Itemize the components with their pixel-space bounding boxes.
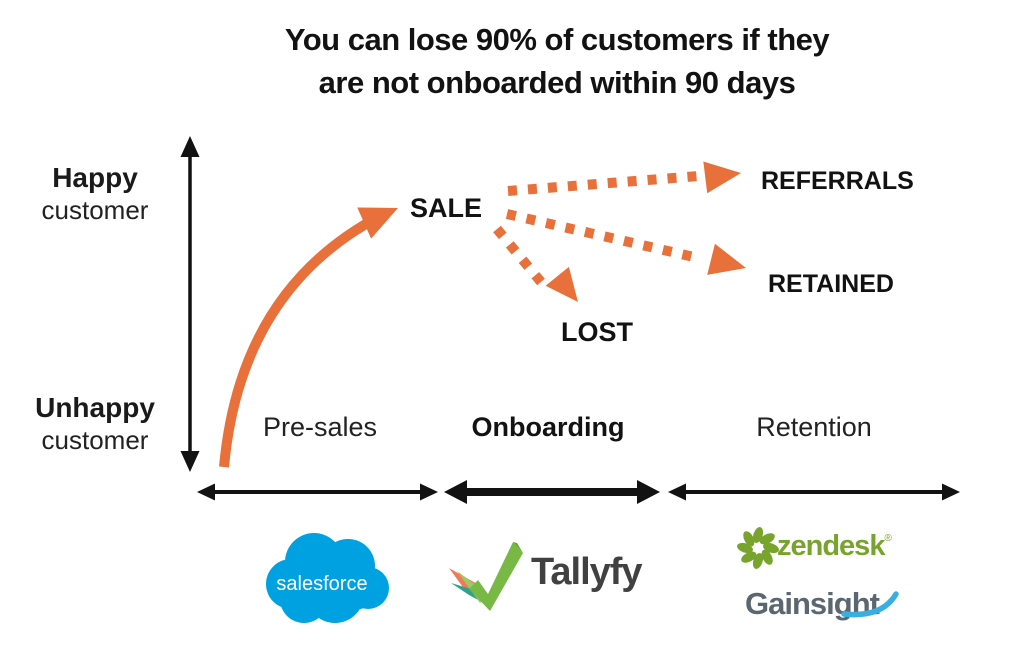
title-line-2: are not onboarded within 90 days	[318, 65, 796, 100]
presales-curve-arrow	[219, 207, 398, 468]
happy-sublabel: customer	[41, 195, 149, 225]
happiness-axis-arrow	[180, 136, 200, 472]
tallyfy-check-icon	[449, 542, 523, 611]
zendesk-pinwheel-icon	[737, 527, 779, 569]
happy-label: Happy	[52, 162, 138, 193]
unhappy-label: Unhappy	[35, 392, 155, 423]
tallyfy-wordmark: Tallyfy	[531, 551, 643, 593]
sale-to-retained-arrow	[505, 209, 746, 275]
salesforce-cloud-icon	[266, 533, 389, 623]
title-line-1: You can lose 90% of customers if they	[284, 22, 830, 57]
unhappy-sublabel: customer	[41, 425, 149, 455]
happy-customer-label: Happy customer	[0, 161, 190, 225]
diagram-title: You can lose 90% of customers if they ar…	[90, 18, 1024, 104]
zendesk-wordmark: zendesk®	[777, 530, 892, 563]
retained-label: RETAINED	[768, 270, 894, 298]
unhappy-customer-label: Unhappy customer	[0, 391, 190, 455]
sale-label: SALE	[410, 193, 483, 223]
sale-to-lost-arrow	[493, 225, 578, 302]
salesforce-logo: salesforce	[266, 533, 389, 623]
phase-label-presales: Pre-sales	[262, 412, 378, 442]
lost-label: LOST	[561, 317, 633, 347]
zendesk-wordmark-text: zendesk	[777, 530, 885, 562]
zendesk-registered-mark: ®	[884, 533, 891, 544]
gainsight-swoosh-icon	[841, 591, 899, 618]
salesforce-wordmark: salesforce	[276, 573, 367, 595]
presales-range-arrow	[197, 483, 438, 501]
retention-range-arrow	[668, 483, 960, 501]
phase-label-onboarding: Onboarding	[471, 412, 625, 442]
onboarding-range-arrow	[444, 480, 660, 504]
referrals-label: REFERRALS	[761, 167, 914, 195]
phase-label-retention: Retention	[756, 412, 872, 442]
sale-to-referrals-arrow	[507, 161, 741, 196]
